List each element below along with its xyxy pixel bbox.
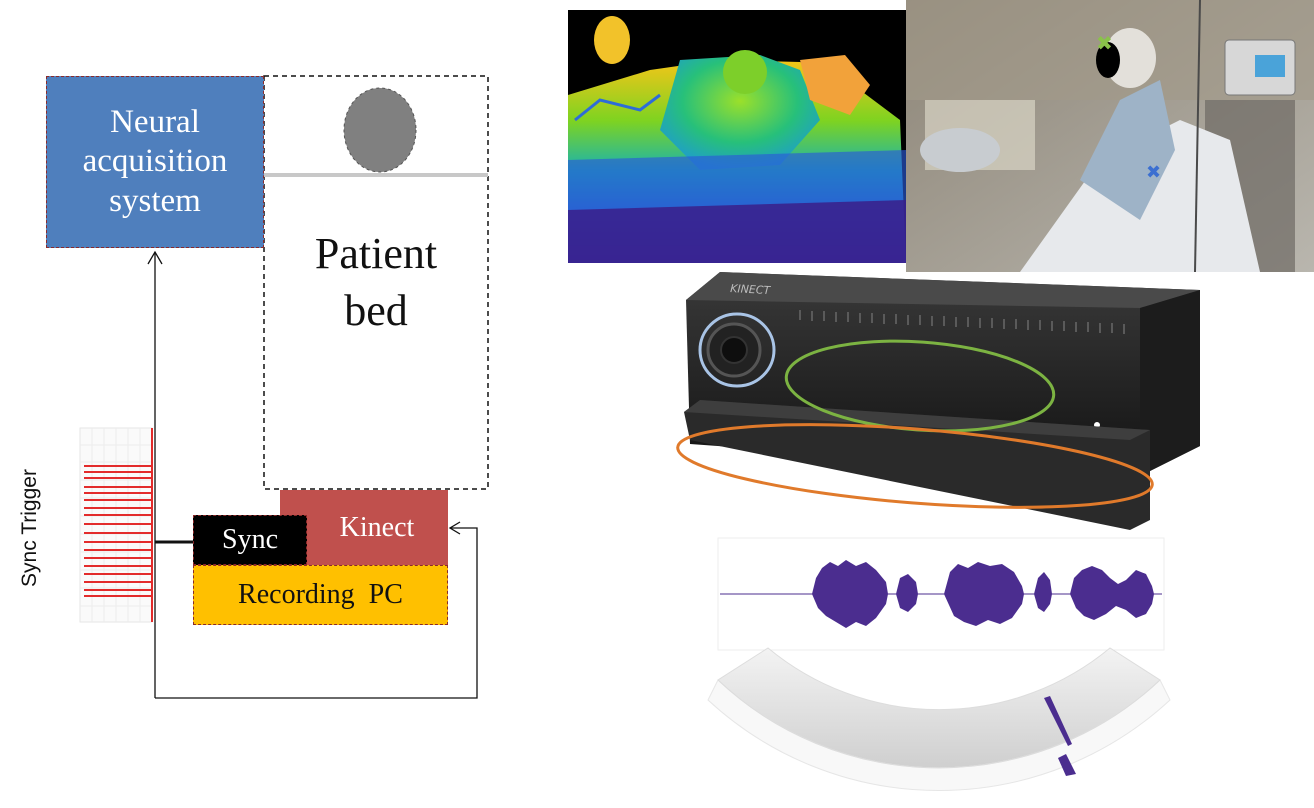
patient-head-icon <box>343 87 417 173</box>
camera-highlight-ring <box>698 312 776 388</box>
pulse-lines <box>84 428 153 622</box>
signal-wiring <box>147 250 478 699</box>
microphone-array-highlight-ring <box>676 423 1154 509</box>
kinect-logo-text: KINECT <box>730 282 772 297</box>
neural-arrowhead <box>147 250 163 265</box>
neural-acquisition-system-box: Neural acquisition system <box>46 76 264 248</box>
direction-marker-icon <box>1058 754 1076 776</box>
svg-text:✖: ✖ <box>1146 162 1161 183</box>
feedback-line <box>155 527 478 699</box>
kinect-device: KINECT <box>676 272 1200 530</box>
patient-bed <box>263 75 489 490</box>
neural-box-line-3: system <box>109 182 201 219</box>
sync-trigger-label: Sync Trigger <box>18 469 41 587</box>
direction-needle-icon <box>1044 696 1072 746</box>
patient-bed-label: Patient bed <box>264 225 488 339</box>
sound-direction-arc <box>707 647 1171 792</box>
bed-label-line-2: bed <box>344 286 408 336</box>
recording-pc-box: Recording PC <box>193 565 448 625</box>
kinect-box-label: Kinect <box>339 512 415 543</box>
neural-box-line-1: Neural <box>110 103 200 140</box>
patient-photo: ✖ ✖ <box>906 0 1314 273</box>
audio-waveform <box>717 537 1165 651</box>
sync-trigger-pulse-chart <box>79 427 153 623</box>
kinect-box: Kinect <box>280 490 448 566</box>
recording-pc-label: Recording PC <box>238 579 403 610</box>
bed-label-line-1: Patient <box>314 229 438 278</box>
sync-box-label: Sync <box>222 524 278 555</box>
kinect-vent-grill <box>799 310 1125 334</box>
sync-box: Sync <box>193 515 307 565</box>
neural-box-line-2: acquisition <box>82 143 228 180</box>
depth-image <box>568 10 906 263</box>
kinect-arrowhead <box>448 521 461 535</box>
svg-text:✖: ✖ <box>1096 31 1113 55</box>
